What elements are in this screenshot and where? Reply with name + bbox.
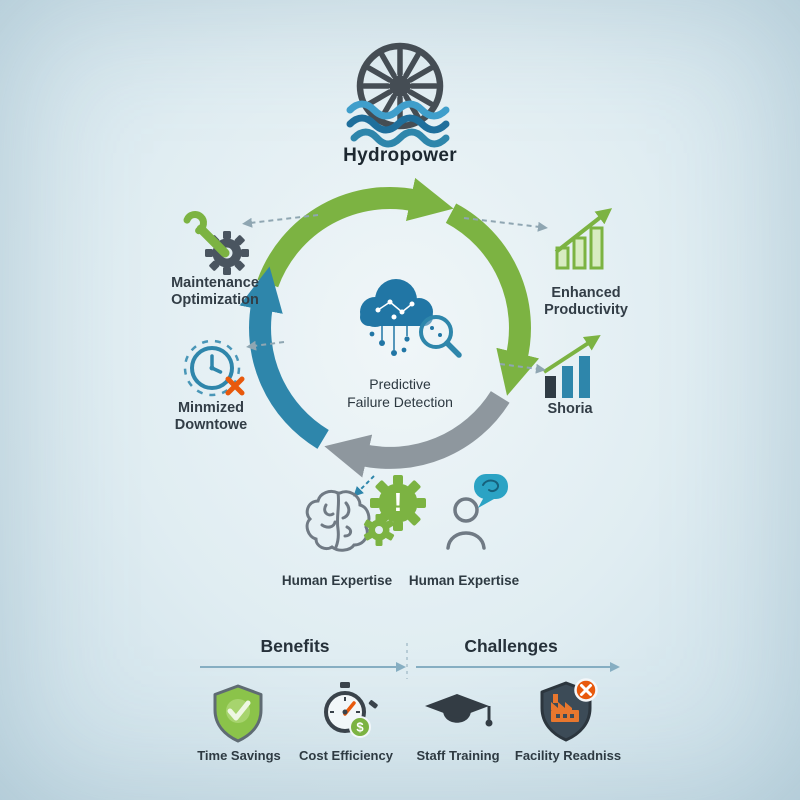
cycle-center-label: Predictive Failure Detection	[310, 375, 490, 411]
wrench-gear-icon	[183, 211, 249, 275]
page-title: Hydropower	[343, 145, 457, 166]
connector-expertise	[353, 475, 375, 497]
node-label-downtime: Minmized Downtowe	[126, 400, 296, 434]
exclamation-glyph: !	[394, 487, 403, 517]
dollar-badge-icon: $	[349, 716, 371, 738]
challenge-label-staff-training: Staff Training	[416, 748, 500, 763]
circuit-dots	[369, 326, 410, 356]
productivity-line2: Productivity	[544, 302, 628, 318]
brain-icon	[305, 489, 371, 552]
expertise-label-left: Human Expertise	[281, 573, 393, 588]
graduation-cap-icon	[425, 694, 493, 727]
challenges-title: Challenges	[464, 636, 558, 656]
benefit-label-time-savings: Time Savings	[197, 748, 281, 763]
dollar-glyph: $	[356, 720, 364, 735]
maintenance-line1: Maintenance	[171, 275, 259, 291]
x-mark-icon	[225, 376, 245, 396]
downtime-line1: Minmized	[177, 400, 245, 416]
node-label-productivity: Enhanced Productivity	[501, 285, 671, 319]
speech-bubble-icon	[474, 474, 508, 508]
shield-factory-icon	[540, 678, 598, 742]
connector-top-left	[242, 214, 319, 228]
cloud-analytics-icon	[360, 279, 462, 358]
benefit-label-cost-efficiency: Cost Efficiency	[299, 748, 393, 763]
hydropower-turbine-icon	[346, 42, 450, 148]
magnifier-icon	[419, 315, 462, 358]
cycle-arrow-left-blue	[239, 266, 329, 449]
shield-check-icon	[213, 684, 263, 743]
challenge-label-facility-readiness: Facility Readniss	[514, 748, 622, 763]
analytics-line1: Shoria	[547, 401, 593, 417]
person-chat-icon	[446, 474, 508, 550]
cycle-arrows	[239, 177, 540, 478]
cycle-arrow-bottom-gray	[324, 390, 510, 478]
error-badge-icon	[574, 678, 598, 702]
center-label-line1: Predictive	[369, 376, 431, 392]
clock-downtime-icon	[183, 339, 245, 397]
water-waves-icon	[346, 100, 450, 148]
connector-lines	[242, 214, 548, 374]
node-label-maintenance: Maintenance Optimization	[130, 275, 300, 309]
gear-alert-icon: !	[363, 475, 426, 546]
productivity-line1: Enhanced	[551, 285, 621, 301]
benefits-title: Benefits	[260, 636, 330, 656]
node-label-analytics: Shoria	[485, 401, 655, 418]
stopwatch-dollar-icon: $	[324, 682, 378, 738]
small-gear-icon	[363, 514, 395, 546]
downtime-line2: Downtowe	[174, 417, 248, 433]
maintenance-line2: Optimization	[171, 292, 259, 308]
growth-chart-icon	[554, 208, 613, 270]
connector-mid-right	[499, 363, 546, 374]
center-label-line2: Failure Detection	[347, 394, 453, 410]
bar-chart-icon	[542, 335, 601, 398]
cycle-arrow-right-green	[445, 203, 540, 396]
expertise-label-right: Human Expertise	[408, 573, 520, 588]
cycle-arrow-top-green	[257, 177, 454, 288]
connector-top-right	[463, 217, 548, 232]
